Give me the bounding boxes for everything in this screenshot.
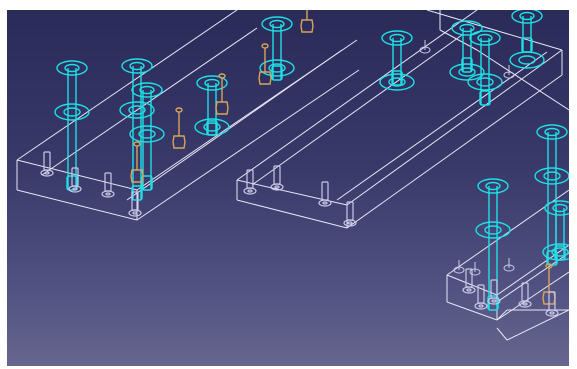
ejector-pin[interactable]	[467, 30, 503, 106]
support-bolt[interactable]	[487, 279, 501, 305]
support-bolt[interactable]	[243, 169, 257, 195]
ejector-pin[interactable]	[542, 200, 569, 261]
support-bolt[interactable]	[101, 172, 115, 198]
support-bolt[interactable]	[40, 151, 54, 177]
cad-3d-viewport[interactable]	[7, 10, 569, 366]
washer[interactable]	[419, 40, 431, 54]
screw-fastener[interactable]	[172, 107, 186, 149]
ejector-pin[interactable]	[129, 82, 165, 191]
ejector-pin[interactable]	[54, 60, 90, 191]
washer[interactable]	[453, 260, 465, 274]
ejector-pin[interactable]	[194, 75, 230, 136]
support-bolt[interactable]	[318, 181, 332, 207]
washer[interactable]	[469, 262, 481, 276]
ejector-pin[interactable]	[379, 30, 415, 91]
support-bolt[interactable]	[474, 284, 488, 310]
ejector-pin[interactable]	[259, 16, 295, 81]
assembly-wireframe-scene[interactable]	[7, 10, 569, 366]
support-bolt[interactable]	[68, 167, 82, 193]
ejector-pin[interactable]	[449, 20, 485, 81]
support-bolt[interactable]	[343, 201, 357, 227]
washer[interactable]	[503, 258, 515, 272]
mold-plate-top-right-corner[interactable]	[439, 10, 569, 111]
support-bolt[interactable]	[518, 282, 532, 308]
support-bolt[interactable]	[128, 191, 142, 217]
screw-fastener[interactable]	[215, 73, 229, 115]
mold-plate-left[interactable]	[16, 10, 360, 221]
support-bolt[interactable]	[545, 291, 559, 317]
ejector-pin[interactable]	[475, 178, 511, 311]
screw-fastener[interactable]	[130, 141, 144, 183]
support-bolt[interactable]	[270, 165, 284, 191]
support-bolt[interactable]	[462, 268, 476, 294]
screw-fastener[interactable]	[300, 10, 314, 33]
screw-fastener[interactable]	[258, 43, 272, 85]
washer[interactable]	[503, 65, 515, 79]
ejector-pin[interactable]	[509, 10, 545, 69]
